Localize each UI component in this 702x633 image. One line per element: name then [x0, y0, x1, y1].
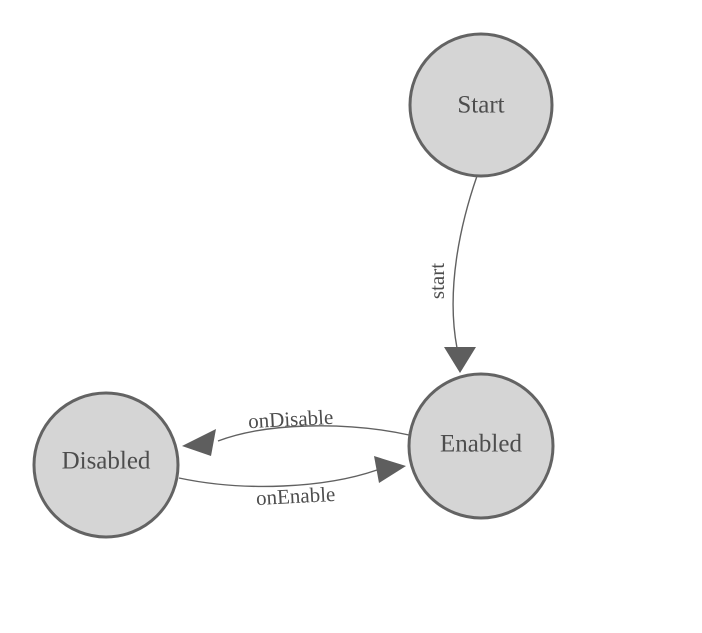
arrowhead-disabled-to-enabled [374, 456, 406, 483]
node-enabled-circle [407, 372, 555, 520]
node-start-circle [408, 32, 554, 178]
arrowhead-start-to-enabled [444, 347, 476, 373]
node-start-label: Start [457, 92, 504, 119]
edge-label-on-enable: onEnable [255, 482, 335, 510]
edge-start-to-enabled: start [425, 175, 478, 373]
node-disabled[interactable]: Disabled [32, 391, 180, 539]
node-enabled-label: Enabled [440, 431, 522, 458]
edge-disabled-to-enabled: onEnable [178, 456, 406, 510]
node-disabled-label: Disabled [62, 448, 151, 475]
edge-label-start: start [425, 263, 449, 299]
node-enabled[interactable]: Enabled [407, 372, 555, 520]
edge-start-to-enabled-line [452, 175, 478, 349]
edge-disabled-to-enabled-line [178, 469, 378, 488]
edge-label-on-disable: onDisable [247, 405, 333, 433]
node-start[interactable]: Start [408, 32, 554, 178]
arrowhead-enabled-to-disabled [182, 429, 216, 456]
edge-enabled-to-disabled: onDisable [182, 405, 410, 456]
edge-enabled-to-disabled-line [217, 425, 410, 442]
node-disabled-circle [32, 391, 180, 539]
